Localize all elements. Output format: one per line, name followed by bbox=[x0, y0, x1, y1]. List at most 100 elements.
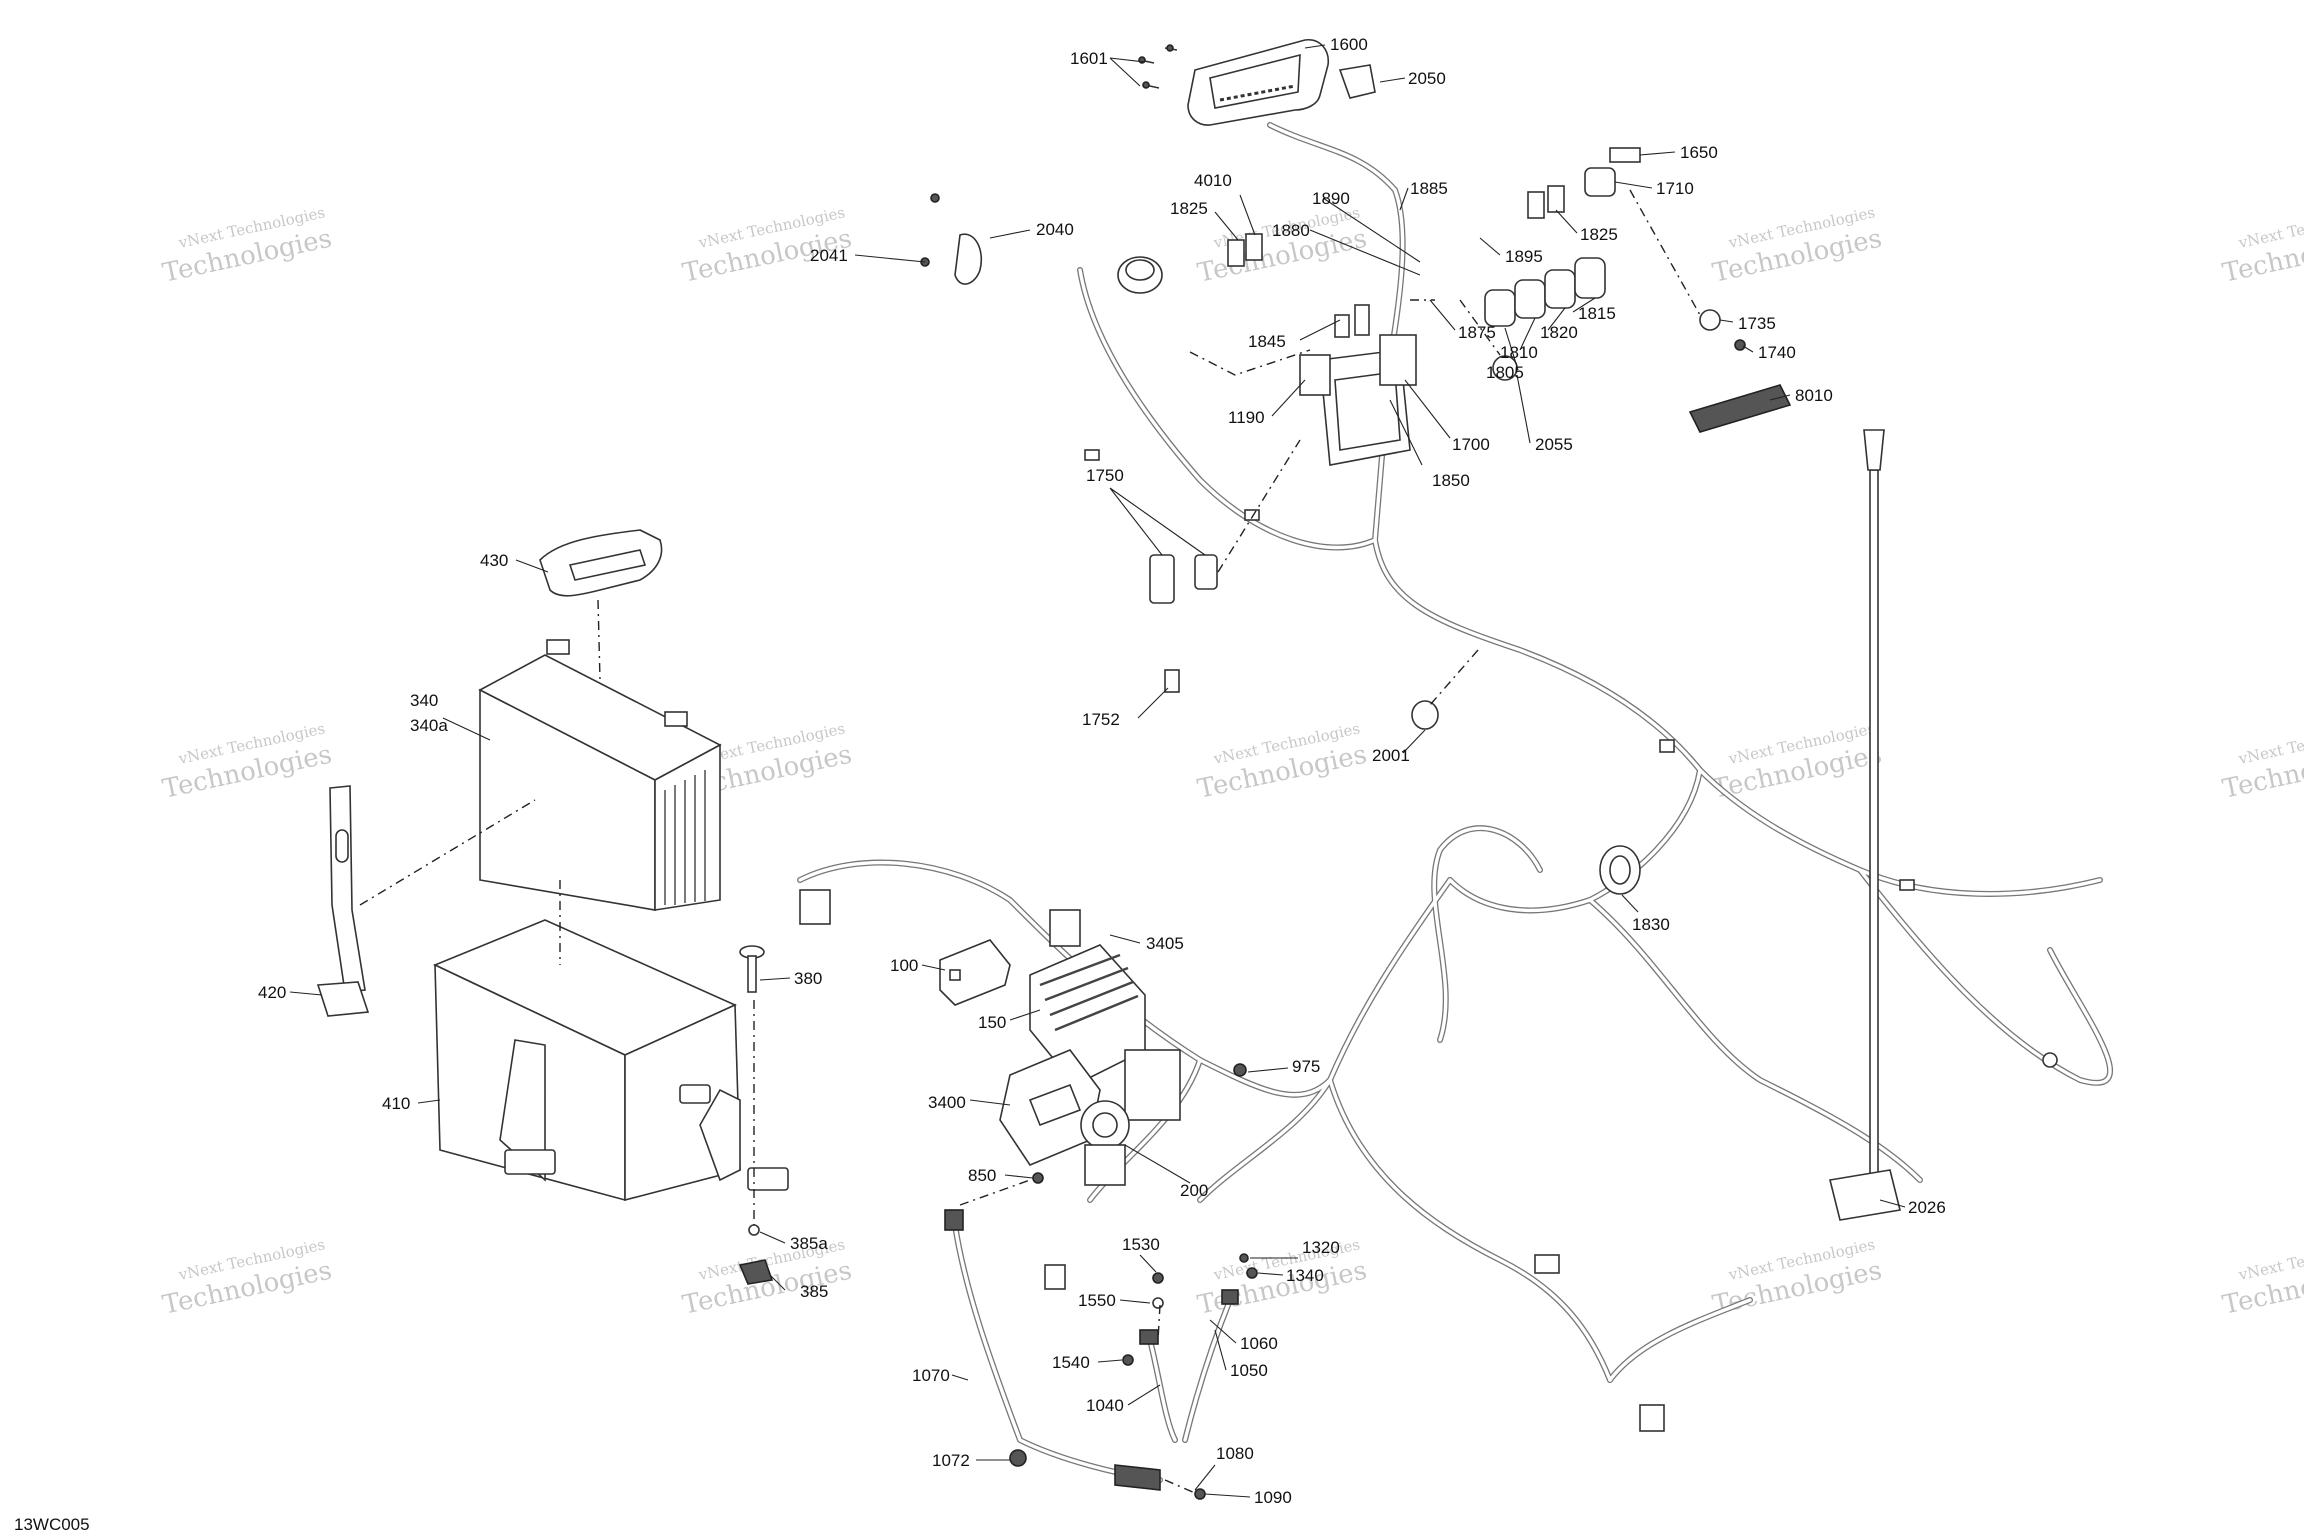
nut-1072 bbox=[1009, 1449, 1027, 1467]
watermark: vNext Technologies Technologies bbox=[2220, 1235, 2304, 1320]
nut-1540 bbox=[1122, 1354, 1134, 1366]
cap-1752 bbox=[1164, 669, 1180, 693]
battery-tray bbox=[433, 919, 789, 1202]
instrument-cluster bbox=[1187, 39, 1330, 126]
callout-labels: 1600 1601 2050 1650 1710 1825 1825 4010 … bbox=[258, 35, 1946, 1507]
cable-terminal-1070 bbox=[944, 1209, 964, 1231]
bracket-3400 bbox=[999, 1049, 1101, 1166]
bolt-380 bbox=[739, 945, 765, 993]
bolt-1530 bbox=[1152, 1272, 1164, 1284]
callout-1340: 1340 bbox=[1286, 1266, 1324, 1285]
callout-1700: 1700 bbox=[1452, 435, 1490, 454]
callout-8010: 8010 bbox=[1795, 386, 1833, 405]
nut-850 bbox=[1032, 1172, 1044, 1184]
connector-1710 bbox=[1584, 167, 1616, 197]
callout-1601: 1601 bbox=[1070, 49, 1108, 68]
antenna-rod bbox=[1869, 469, 1879, 1191]
battery bbox=[478, 639, 722, 911]
relay-1190 bbox=[1299, 354, 1331, 396]
callout-1540: 1540 bbox=[1052, 1353, 1090, 1372]
callout-1895: 1895 bbox=[1505, 247, 1543, 266]
switch-1805 bbox=[1484, 289, 1516, 327]
connector-975 bbox=[1233, 1063, 1247, 1077]
callout-340: 340 bbox=[410, 691, 438, 710]
callout-1735: 1735 bbox=[1738, 314, 1776, 333]
switch-1815 bbox=[1574, 257, 1606, 299]
cable-terminal-1040 bbox=[1139, 1329, 1159, 1345]
callout-380: 380 bbox=[794, 969, 822, 988]
callout-420: 420 bbox=[258, 983, 286, 1002]
switch-2050 bbox=[1338, 64, 1376, 99]
callout-2055: 2055 bbox=[1535, 435, 1573, 454]
callout-1530: 1530 bbox=[1122, 1235, 1160, 1254]
callout-385: 385 bbox=[800, 1282, 828, 1301]
fastener-1320 bbox=[1239, 1253, 1249, 1263]
cable-terminal-1080 bbox=[1114, 1464, 1161, 1491]
sensor-1735 bbox=[1699, 309, 1721, 331]
harness-end-connector bbox=[799, 889, 831, 925]
nut-385 bbox=[738, 1259, 774, 1285]
callout-1070: 1070 bbox=[912, 1366, 950, 1385]
callout-1190: 1190 bbox=[1228, 408, 1265, 427]
connector-1750a bbox=[1149, 554, 1175, 604]
ground-block bbox=[1829, 1169, 1901, 1221]
module-3405 bbox=[1049, 909, 1081, 947]
callout-1880: 1880 bbox=[1272, 221, 1310, 240]
callout-2050: 2050 bbox=[1408, 69, 1446, 88]
callout-1825: 1825 bbox=[1580, 225, 1618, 244]
callout-1845: 1845 bbox=[1248, 332, 1286, 351]
callout-150: 150 bbox=[978, 1013, 1006, 1032]
cluster-screws bbox=[1138, 44, 1178, 89]
callout-1090: 1090 bbox=[1254, 1488, 1292, 1507]
watermark: vNext Technologies Technologies bbox=[1195, 1235, 1370, 1320]
callout-1320: 1320 bbox=[1302, 1238, 1340, 1257]
callout-430: 430 bbox=[480, 551, 508, 570]
cable-terminal-1050 bbox=[1221, 1289, 1239, 1305]
watermark: vNext Technologies Technologies bbox=[160, 719, 335, 804]
callout-3400: 3400 bbox=[928, 1093, 966, 1112]
grommet-2001 bbox=[1411, 700, 1439, 730]
switch-1810 bbox=[1514, 279, 1546, 319]
fastener-1340 bbox=[1246, 1267, 1258, 1279]
callout-3405: 3405 bbox=[1146, 934, 1184, 953]
callout-1875: 1875 bbox=[1458, 323, 1496, 342]
washer-1550 bbox=[1152, 1297, 1164, 1309]
callout-1815: 1815 bbox=[1578, 304, 1616, 323]
starter-solenoid-200 bbox=[1080, 1100, 1130, 1186]
callout-1885: 1885 bbox=[1410, 179, 1448, 198]
relay-block bbox=[1124, 1049, 1181, 1121]
key-switch-2040 bbox=[954, 233, 982, 285]
callout-1752: 1752 bbox=[1082, 710, 1120, 729]
battery-strap bbox=[316, 785, 370, 1017]
callout-1810: 1810 bbox=[1500, 343, 1538, 362]
callout-1750: 1750 bbox=[1086, 466, 1124, 485]
callout-1740: 1740 bbox=[1758, 343, 1796, 362]
callout-975: 975 bbox=[1292, 1057, 1320, 1076]
battery-cover bbox=[539, 529, 663, 597]
callout-2001: 2001 bbox=[1372, 746, 1410, 765]
callout-340a: 340a bbox=[410, 716, 448, 735]
switch-1820 bbox=[1544, 269, 1576, 309]
watermark: vNext Technologies Technologies bbox=[160, 203, 335, 288]
fuse-holder-1700 bbox=[1379, 334, 1417, 386]
callout-1830: 1830 bbox=[1632, 915, 1670, 934]
callout-1050: 1050 bbox=[1230, 1361, 1268, 1380]
callout-1850: 1850 bbox=[1432, 471, 1470, 490]
callout-2026: 2026 bbox=[1908, 1198, 1946, 1217]
callout-200: 200 bbox=[1180, 1181, 1208, 1200]
connector-1650 bbox=[1609, 147, 1641, 163]
washer-385a bbox=[748, 1224, 760, 1236]
washer-1090 bbox=[1194, 1488, 1206, 1500]
watermark: vNext Technologies Technologies bbox=[1195, 203, 1370, 288]
antenna-tip bbox=[1863, 429, 1885, 471]
callout-850: 850 bbox=[968, 1166, 996, 1185]
callout-1040: 1040 bbox=[1086, 1396, 1124, 1415]
callout-4010: 4010 bbox=[1194, 171, 1232, 190]
leader-lines bbox=[289, 44, 1906, 1498]
watermark: vNext Technologies Technologies bbox=[2220, 203, 2304, 288]
connector-1750b bbox=[1194, 554, 1218, 590]
callout-1600: 1600 bbox=[1330, 35, 1368, 54]
callout-1825: 1825 bbox=[1170, 199, 1208, 218]
callout-1890: 1890 bbox=[1312, 189, 1350, 208]
watermark: vNext Technologies Technologies bbox=[2220, 719, 2304, 804]
